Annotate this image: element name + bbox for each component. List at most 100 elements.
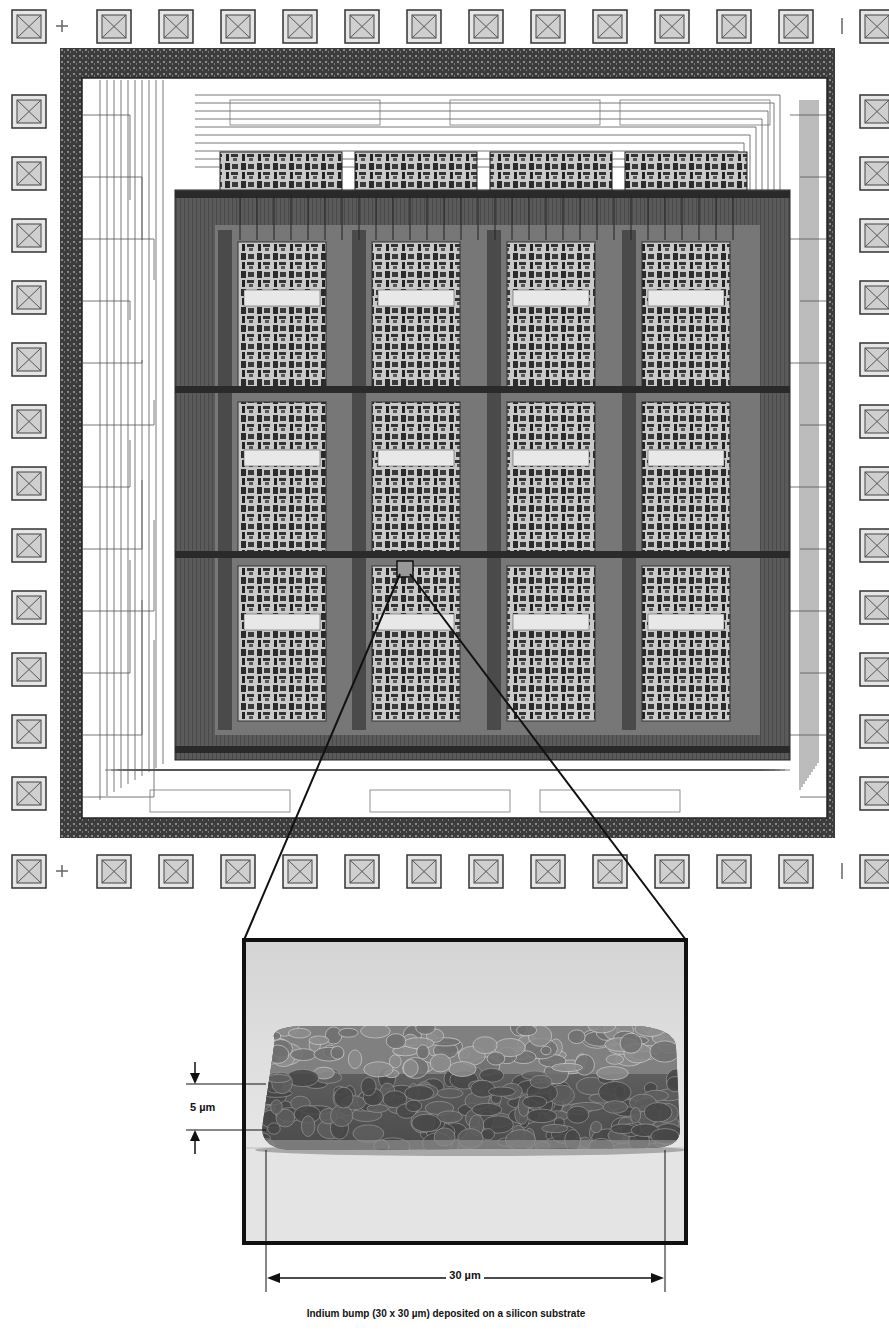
bond-pad	[345, 10, 379, 43]
bond-pad	[860, 591, 889, 624]
signal-line	[733, 195, 734, 240]
bond-pad	[12, 715, 46, 748]
cell-strip	[244, 614, 320, 630]
cell-block	[372, 402, 460, 552]
bond-pad	[159, 10, 193, 43]
signal-line	[512, 195, 513, 240]
cell-strip	[244, 290, 320, 306]
signal-line	[478, 195, 479, 240]
driver-cells	[220, 152, 342, 190]
bond-pad	[12, 343, 46, 376]
cell-block	[507, 402, 595, 552]
alignment-mark	[841, 18, 843, 34]
bond-pad	[469, 855, 503, 888]
bond-pad	[12, 467, 46, 500]
cell-block	[372, 242, 460, 387]
power-rail	[352, 230, 366, 730]
cell-strip	[648, 450, 724, 466]
signal-line	[376, 195, 377, 240]
signal-line	[291, 195, 292, 240]
die-interior	[82, 78, 827, 818]
signal-line	[716, 195, 717, 240]
cell-block	[642, 402, 730, 552]
signal-line	[342, 195, 343, 240]
bond-pad	[860, 855, 889, 888]
bond-pad	[779, 10, 813, 43]
bond-pad	[12, 219, 46, 252]
cell-block	[238, 402, 326, 552]
bond-pad	[655, 855, 689, 888]
driver-cells	[490, 152, 612, 190]
cell-block	[238, 242, 326, 387]
bond-pad	[860, 715, 889, 748]
bond-pad	[221, 10, 255, 43]
photo-frame	[244, 940, 686, 1243]
bond-pad	[469, 10, 503, 43]
bus-line	[175, 746, 790, 753]
bond-pad	[717, 10, 751, 43]
bond-pad	[860, 157, 889, 190]
bond-pad	[12, 10, 46, 43]
bond-pad	[531, 855, 565, 888]
die-ring	[60, 48, 835, 838]
alignment-mark	[841, 863, 843, 879]
signal-line	[682, 195, 683, 240]
bond-pad	[221, 855, 255, 888]
cell-strip	[513, 290, 589, 306]
cell-block	[507, 566, 595, 721]
signal-line	[563, 195, 564, 240]
bond-pad	[12, 855, 46, 888]
bond-pad	[12, 777, 46, 810]
cell-strip	[244, 450, 320, 466]
bond-pad	[12, 157, 46, 190]
bond-pad	[860, 653, 889, 686]
signal-line	[359, 195, 360, 240]
bond-pad	[97, 855, 131, 888]
bond-pad	[345, 855, 379, 888]
bond-pad	[860, 281, 889, 314]
power-rail	[622, 230, 636, 730]
bond-pad	[12, 653, 46, 686]
power-rail	[487, 230, 501, 730]
signal-line	[546, 195, 547, 240]
signal-line	[597, 195, 598, 240]
bond-pad	[407, 10, 441, 43]
signal-line	[529, 195, 530, 240]
bond-pad	[860, 405, 889, 438]
bond-pad	[97, 10, 131, 43]
signal-line	[461, 195, 462, 240]
signal-line	[699, 195, 700, 240]
core-array	[175, 190, 790, 760]
bond-pad	[779, 855, 813, 888]
bond-pad	[12, 591, 46, 624]
routing-wires	[82, 80, 827, 812]
signal-line	[274, 195, 275, 240]
driver-cells	[625, 152, 747, 190]
bond-pad	[860, 777, 889, 810]
bond-pad	[283, 855, 317, 888]
cell-block	[642, 566, 730, 721]
bond-pad	[860, 343, 889, 376]
alignment-mark	[56, 865, 68, 877]
bond-pad	[593, 855, 627, 888]
bond-pad	[860, 10, 889, 43]
bond-pad	[655, 10, 689, 43]
dimension-lines	[186, 1062, 665, 1292]
cell-strip	[378, 290, 454, 306]
power-rail	[218, 230, 232, 730]
bond-pad	[593, 10, 627, 43]
cell-block	[642, 242, 730, 387]
bus-line	[175, 551, 790, 558]
signal-line	[648, 195, 649, 240]
cell-strip	[513, 614, 589, 630]
bus-line	[175, 191, 790, 198]
figure-caption: Indium bump (30 x 30 µm) deposited on a …	[307, 1308, 586, 1319]
signal-line	[444, 195, 445, 240]
signal-line	[665, 195, 666, 240]
signal-line	[257, 195, 258, 240]
bus-line	[175, 386, 790, 393]
bond-pad	[12, 529, 46, 562]
dimension-label: 5 µm	[190, 1101, 215, 1113]
signal-line	[240, 195, 241, 240]
driver-cells	[355, 152, 477, 190]
